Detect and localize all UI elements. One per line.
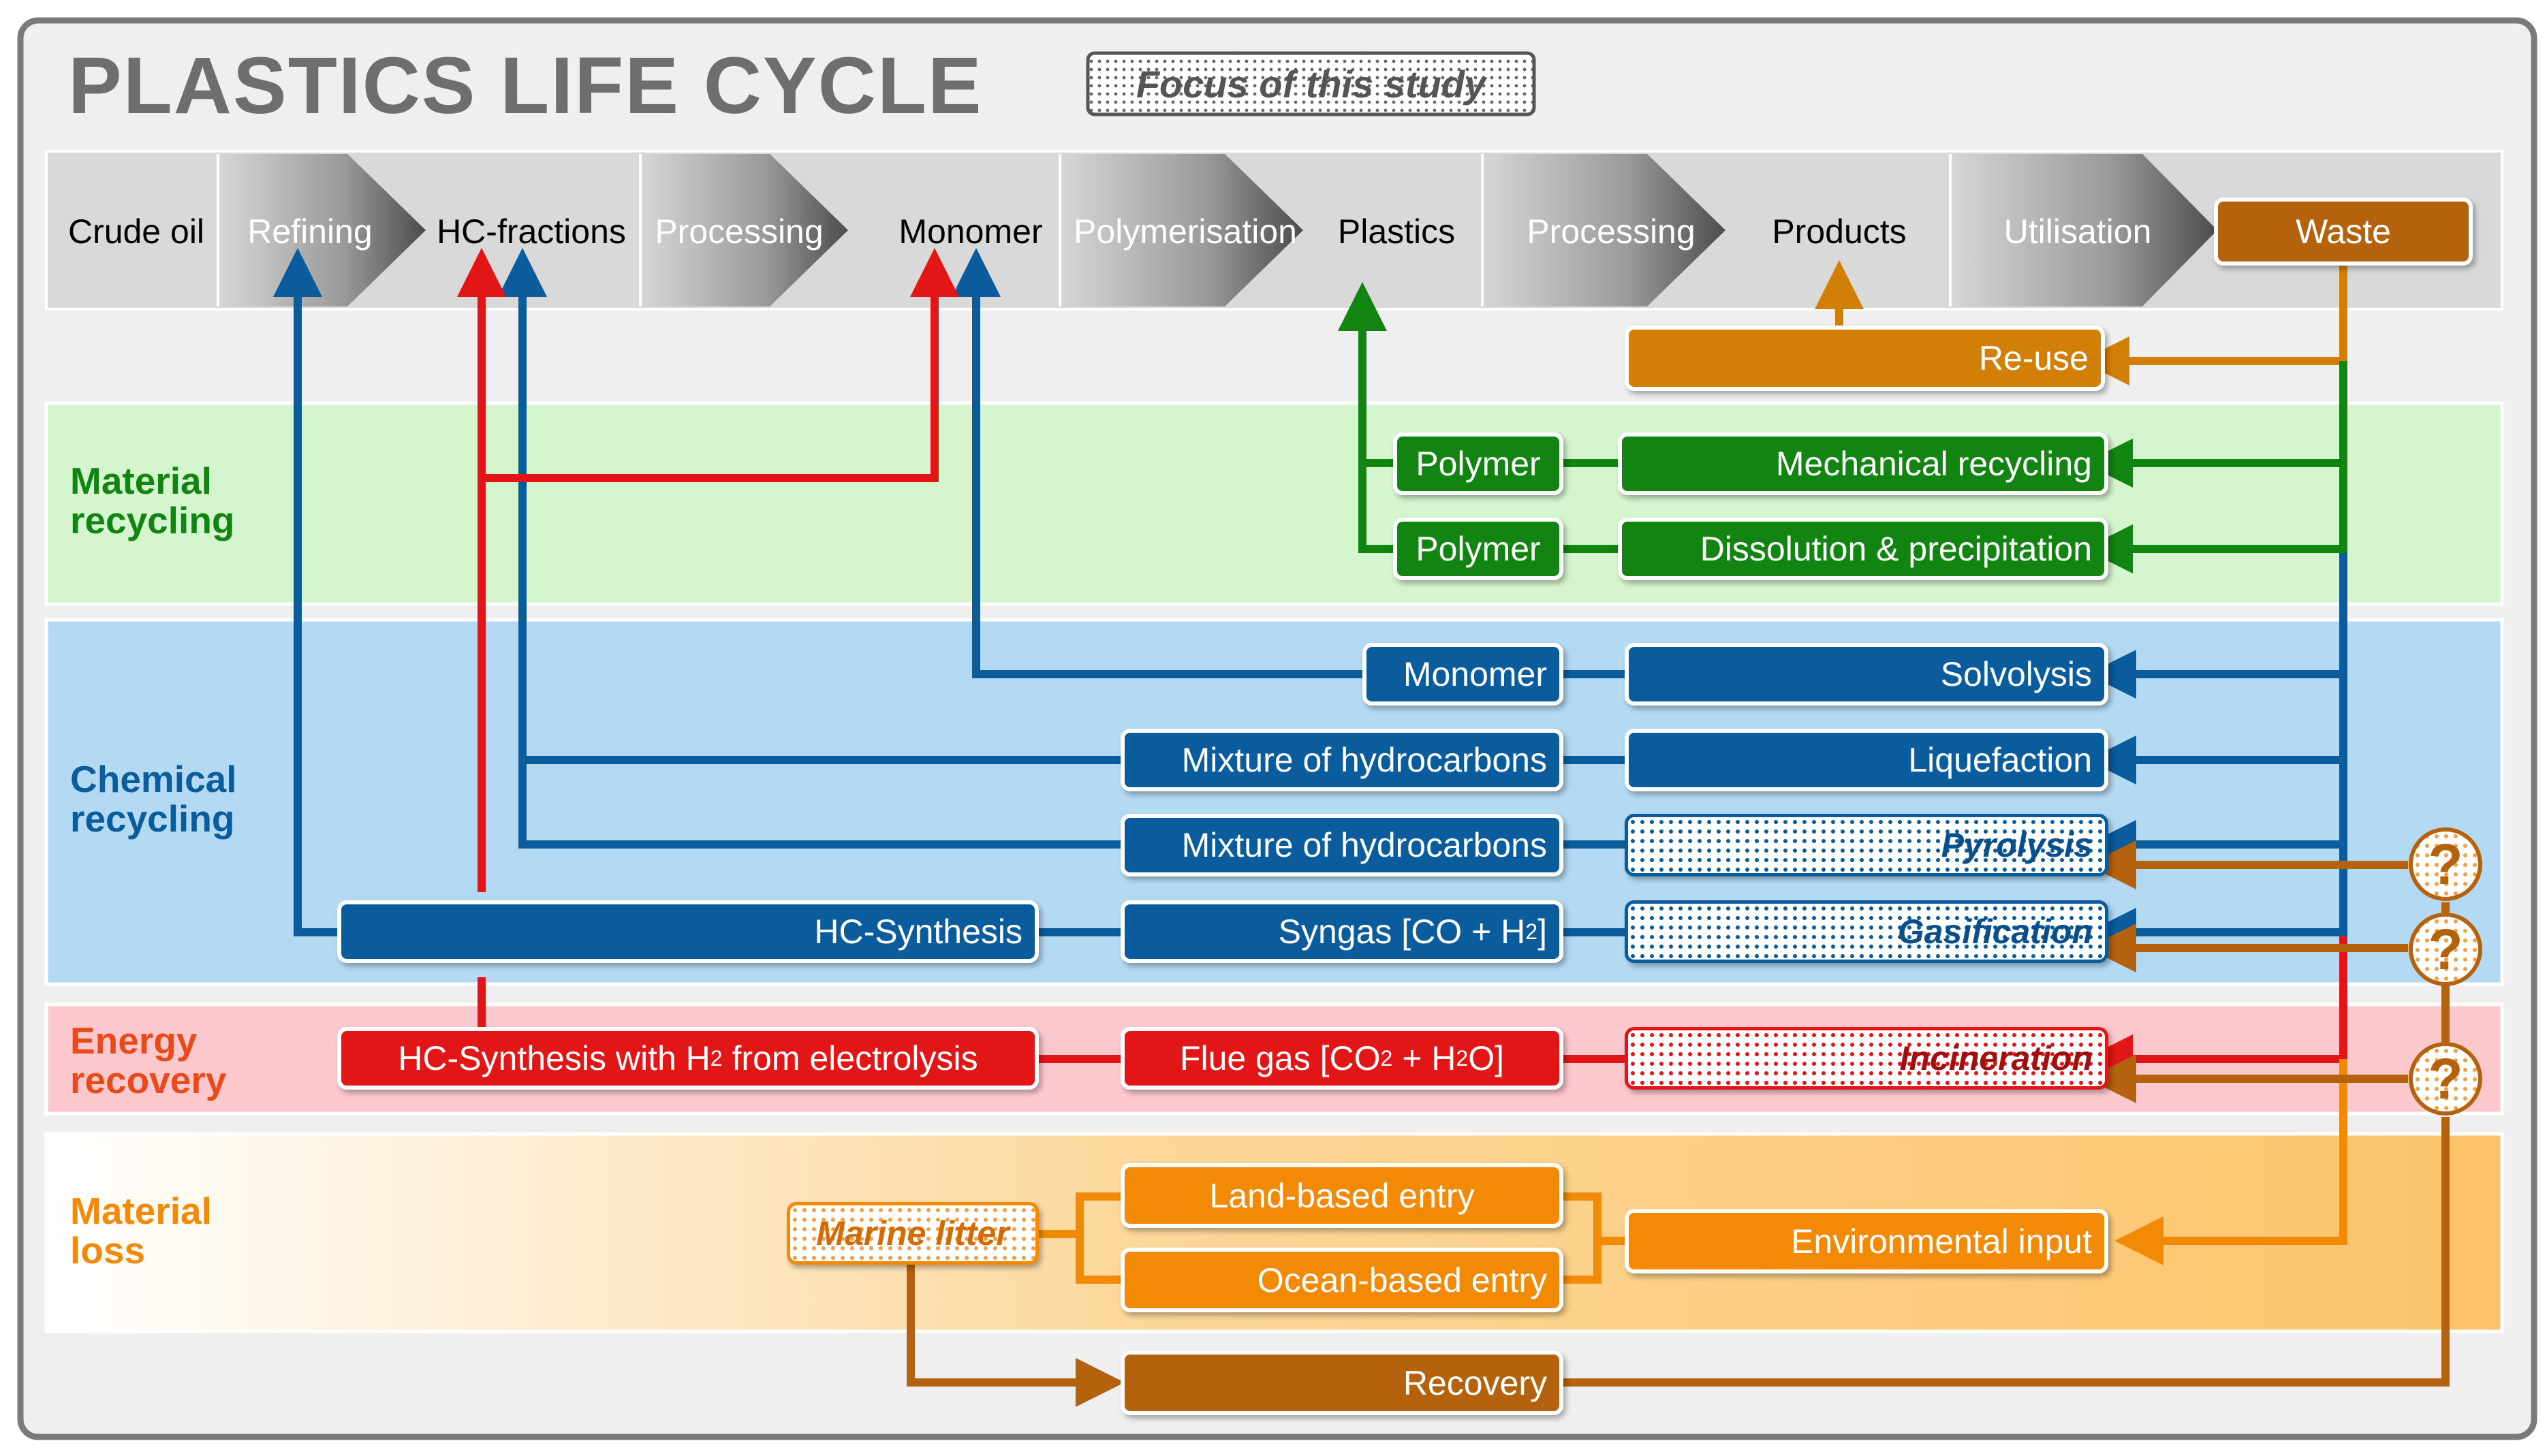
gasification-box: Gasification (1625, 900, 2108, 963)
step-waste: Waste (2214, 197, 2473, 266)
hc-synthesis-box: HC-Synthesis (337, 900, 1039, 963)
syngas-text-end: ] (1537, 913, 1547, 951)
syngas-text: Syngas [CO + H (1278, 913, 1526, 951)
liquefaction-box: Liquefaction (1625, 729, 2108, 791)
question-mark-text: ? (2428, 1046, 2463, 1111)
monomer-box: Monomer (1362, 643, 1563, 706)
section-material-loss: Material loss (70, 1190, 212, 1271)
step-utilisation: Utilisation (2003, 212, 2152, 251)
marine-litter-box: Marine litter (787, 1202, 1039, 1265)
flue-gas-sub-2: 2 (1456, 1045, 1469, 1071)
incineration-box: Incineration (1625, 1027, 2108, 1090)
question-mark-text: ? (2428, 917, 2463, 981)
syngas-subscript: 2 (1525, 919, 1538, 944)
focus-legend-swatch (1086, 51, 1536, 116)
flue-gas-sub-1: 2 (1380, 1045, 1393, 1071)
flue-gas-text-mid: + H (1392, 1039, 1456, 1077)
hc-synthesis-h2-text-end: from electrolysis (722, 1039, 978, 1077)
question-mark-text: ? (2428, 832, 2463, 896)
mixture-box-2: Mixture of hydrocarbons (1121, 814, 1563, 876)
dissolution-box: Dissolution & precipitation (1618, 518, 2108, 580)
question-mark-icon-pyrolysis: ? (2409, 827, 2482, 901)
chevron-processing-1 (642, 154, 848, 306)
section-chemical-recycling: Chemical recycling (70, 758, 237, 840)
pyrolysis-box: Pyrolysis (1625, 814, 2108, 876)
step-hc-fractions: HC-fractions (437, 212, 626, 251)
chevron-polymerisation (1061, 154, 1303, 306)
question-mark-icon-incineration: ? (2409, 1042, 2482, 1115)
environmental-input-box: Environmental input (1625, 1209, 2108, 1273)
section-energy-recovery: Energy recovery (70, 1019, 227, 1101)
flue-gas-text: Flue gas [CO (1179, 1039, 1381, 1077)
focus-legend-label: Focus of this study (1136, 62, 1486, 106)
solvolysis-box: Solvolysis (1625, 643, 2108, 706)
step-refining: Refining (247, 212, 373, 251)
polymer-box-2: Polymer (1393, 518, 1563, 580)
chevron-processing-2 (1484, 154, 1725, 306)
section-material-recycling: Material recycling (70, 460, 235, 541)
mechanical-recycling-box: Mechanical recycling (1618, 432, 2108, 495)
hc-synthesis-h2-subscript: 2 (710, 1045, 723, 1071)
step-plastics: Plastics (1337, 212, 1456, 251)
step-monomer: Monomer (899, 212, 1043, 251)
recovery-box: Recovery (1121, 1350, 1563, 1415)
chevron-refining (219, 154, 426, 306)
flue-gas-text-end: O] (1468, 1039, 1505, 1077)
step-processing-1: Processing (655, 212, 824, 251)
question-mark-icon-gasification: ? (2409, 913, 2482, 986)
chevron-utilisation (1952, 154, 2217, 306)
step-products: Products (1772, 212, 1907, 251)
page-title: PLASTICS LIFE CYCLE (68, 41, 983, 131)
reuse-box: Re-use (1625, 326, 2105, 391)
step-polymerisation: Polymerisation (1074, 212, 1297, 251)
ocean-based-entry-box: Ocean-based entry (1121, 1248, 1563, 1312)
step-crude-oil: Crude oil (67, 212, 205, 251)
band-material-recycling (44, 401, 2504, 606)
mixture-box-1: Mixture of hydrocarbons (1121, 729, 1563, 791)
polymer-box-1: Polymer (1393, 432, 1563, 495)
hc-synthesis-h2-text: HC-Synthesis with H (398, 1039, 710, 1077)
step-processing-2: Processing (1527, 212, 1696, 251)
land-based-entry-box: Land-based entry (1121, 1163, 1563, 1228)
